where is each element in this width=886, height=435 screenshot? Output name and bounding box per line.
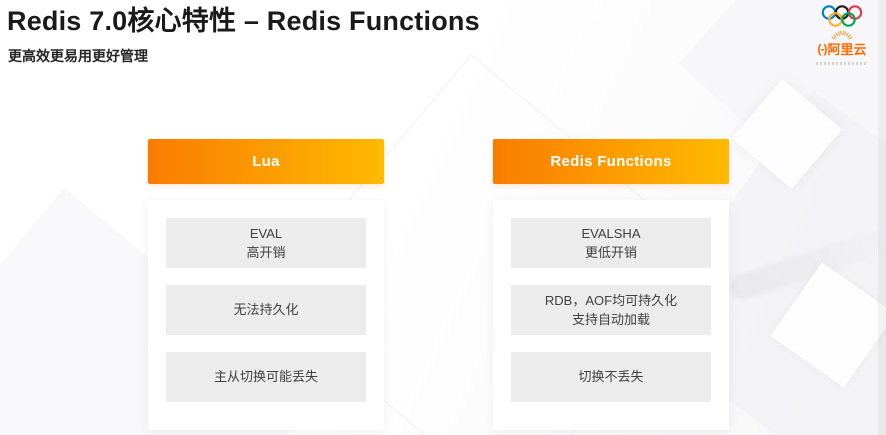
list-item: EVALSHA 更低开销 — [511, 218, 711, 268]
column-header-lua: Lua — [148, 139, 384, 184]
list-item: 主从切换可能丢失 — [166, 352, 366, 402]
alibaba-cloud-wordmark: (-) 阿里云 — [817, 39, 866, 58]
column-header-redis-functions: Redis Functions — [493, 139, 729, 184]
column-lua: Lua EVAL 高开销 无法持久化 主从切换可能丢失 — [148, 139, 384, 430]
logo-subtext — [816, 62, 868, 65]
item-line: 支持自动加载 — [571, 312, 650, 327]
column-redis-functions: Redis Functions EVALSHA 更低开销 RDB，AOF均可持久… — [493, 139, 729, 430]
item-line: 高开销 — [246, 245, 286, 260]
page-title: Redis 7.0核心特性 – Redis Functions — [7, 6, 480, 36]
alibaba-cloud-bracket-icon: (-) — [817, 41, 827, 56]
item-line: RDB，AOF均可持久化 — [544, 292, 678, 308]
item-line: 无法持久化 — [233, 302, 299, 318]
background-edge-strip — [878, 0, 886, 435]
list-item: EVAL 高开销 — [166, 218, 366, 268]
sunburst-rays-icon — [831, 30, 853, 40]
item-line: 切换不丢失 — [578, 369, 644, 385]
column-card-redis-functions: EVALSHA 更低开销 RDB，AOF均可持久化 支持自动加载 切换不丢失 — [493, 200, 729, 430]
alibaba-cloud-olympic-logo: (-) 阿里云 — [805, 4, 879, 65]
item-line: EVALSHA — [581, 225, 641, 241]
item-line: 主从切换可能丢失 — [213, 369, 318, 385]
olympic-rings-icon — [821, 5, 863, 27]
list-item: RDB，AOF均可持久化 支持自动加载 — [511, 285, 711, 335]
alibaba-cloud-brand-text: 阿里云 — [827, 42, 867, 57]
column-card-lua: EVAL 高开销 无法持久化 主从切换可能丢失 — [148, 200, 384, 430]
list-item: 无法持久化 — [166, 285, 366, 335]
item-line: 更低开销 — [584, 245, 637, 260]
list-item: 切换不丢失 — [511, 352, 711, 402]
item-line: EVAL — [249, 225, 283, 241]
page-subtitle: 更高效更易用更好管理 — [8, 48, 148, 64]
